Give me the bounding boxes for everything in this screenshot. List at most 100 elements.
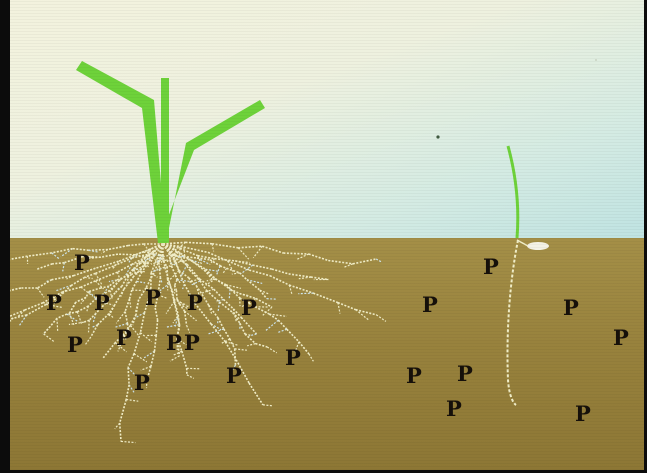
root-twig xyxy=(263,405,273,406)
root-twig xyxy=(212,244,214,252)
root-segment xyxy=(125,312,127,324)
root-segment xyxy=(172,266,176,275)
root-segment xyxy=(132,281,137,290)
root-segment xyxy=(72,277,85,285)
root-segment xyxy=(120,400,127,424)
phosphorus-symbol: P xyxy=(166,330,182,355)
phosphorus-symbol: P xyxy=(116,325,132,350)
phosphorus-symbol: P xyxy=(226,363,242,388)
root-twig xyxy=(299,277,311,279)
root-twig xyxy=(247,280,262,284)
phosphorus-symbol: P xyxy=(563,295,579,320)
root-segment xyxy=(220,266,227,268)
root-twig xyxy=(116,312,125,324)
phosphorus-symbol: P xyxy=(184,330,200,355)
root-segment xyxy=(212,244,238,248)
root-segment xyxy=(120,423,121,441)
phosphorus-symbol: P xyxy=(134,370,150,395)
root-segment xyxy=(179,304,184,311)
root-segment xyxy=(108,246,128,250)
root-segment xyxy=(178,316,180,325)
root-segment xyxy=(249,270,270,276)
root-twig xyxy=(376,315,386,322)
phosphorus-symbol: P xyxy=(145,285,161,310)
root-segment xyxy=(176,290,177,299)
phosphorus-symbol: P xyxy=(483,254,499,279)
seedling-shoot xyxy=(508,146,518,238)
root-twig xyxy=(298,293,313,294)
root-segment xyxy=(155,335,157,351)
phosphorus-symbol: P xyxy=(46,290,62,315)
root-twig xyxy=(267,347,277,353)
root-segment xyxy=(125,299,129,312)
root-segment xyxy=(67,312,77,314)
root-twig xyxy=(187,375,194,379)
root-twig xyxy=(232,273,240,274)
root-twig xyxy=(238,248,249,259)
root-segment xyxy=(262,246,283,253)
root-twig xyxy=(309,354,314,361)
root-twig xyxy=(52,253,59,259)
root-segment xyxy=(256,299,272,308)
root-segment xyxy=(218,318,224,329)
root-segment xyxy=(186,242,213,244)
root-twig xyxy=(235,349,247,350)
root-twig xyxy=(176,251,177,264)
root-segment xyxy=(156,320,157,335)
root-segment xyxy=(101,254,118,257)
phosphorus-symbol: P xyxy=(406,363,422,388)
root-segment xyxy=(52,263,64,264)
root-segment xyxy=(37,280,51,288)
root-segment xyxy=(256,344,268,347)
root-twig xyxy=(157,260,175,261)
root-segment xyxy=(115,286,122,293)
root-twig xyxy=(218,302,219,311)
seedling-root-branch xyxy=(517,240,528,246)
root-segment xyxy=(44,326,51,334)
sky-speck xyxy=(595,59,597,61)
root-segment xyxy=(216,279,231,289)
root-segment xyxy=(109,305,115,314)
root-segment xyxy=(126,385,129,400)
root-segment xyxy=(353,259,376,264)
root-segment xyxy=(124,276,134,289)
root-segment xyxy=(338,303,356,310)
root-twig xyxy=(44,334,54,342)
root-twig xyxy=(63,263,65,272)
root-twig xyxy=(253,246,262,258)
root-twig xyxy=(356,310,369,320)
plant-leaf-right xyxy=(158,100,265,243)
root-segment xyxy=(76,297,86,302)
root-segment xyxy=(178,315,179,325)
root-twig xyxy=(69,314,74,325)
root-segment xyxy=(89,250,108,251)
root-twig xyxy=(241,265,253,274)
root-twig xyxy=(37,288,44,297)
root-segment xyxy=(140,313,144,333)
root-segment xyxy=(134,333,140,354)
root-segment xyxy=(313,293,338,303)
root-twig xyxy=(89,320,90,332)
root-segment xyxy=(128,354,134,368)
root-segment xyxy=(95,272,117,281)
root-segment xyxy=(131,315,137,326)
root-twig xyxy=(223,268,227,273)
root-segment xyxy=(309,254,329,261)
root-segment xyxy=(27,253,51,256)
root-segment xyxy=(278,320,287,329)
phosphorus-symbol: P xyxy=(74,250,90,275)
root-segment xyxy=(328,261,353,264)
root-segment xyxy=(103,343,115,358)
root-twig xyxy=(269,314,287,316)
root-segment xyxy=(240,323,245,334)
root-segment xyxy=(247,280,260,291)
root-segment xyxy=(289,285,313,293)
root-segment xyxy=(209,305,218,318)
root-twig xyxy=(229,289,230,299)
phosphorus-symbol: P xyxy=(187,290,203,315)
root-segment xyxy=(175,275,177,280)
phosphorus-symbol: P xyxy=(457,361,473,386)
root-segment xyxy=(25,303,43,310)
root-segment xyxy=(270,276,289,285)
root-twig xyxy=(85,277,93,278)
